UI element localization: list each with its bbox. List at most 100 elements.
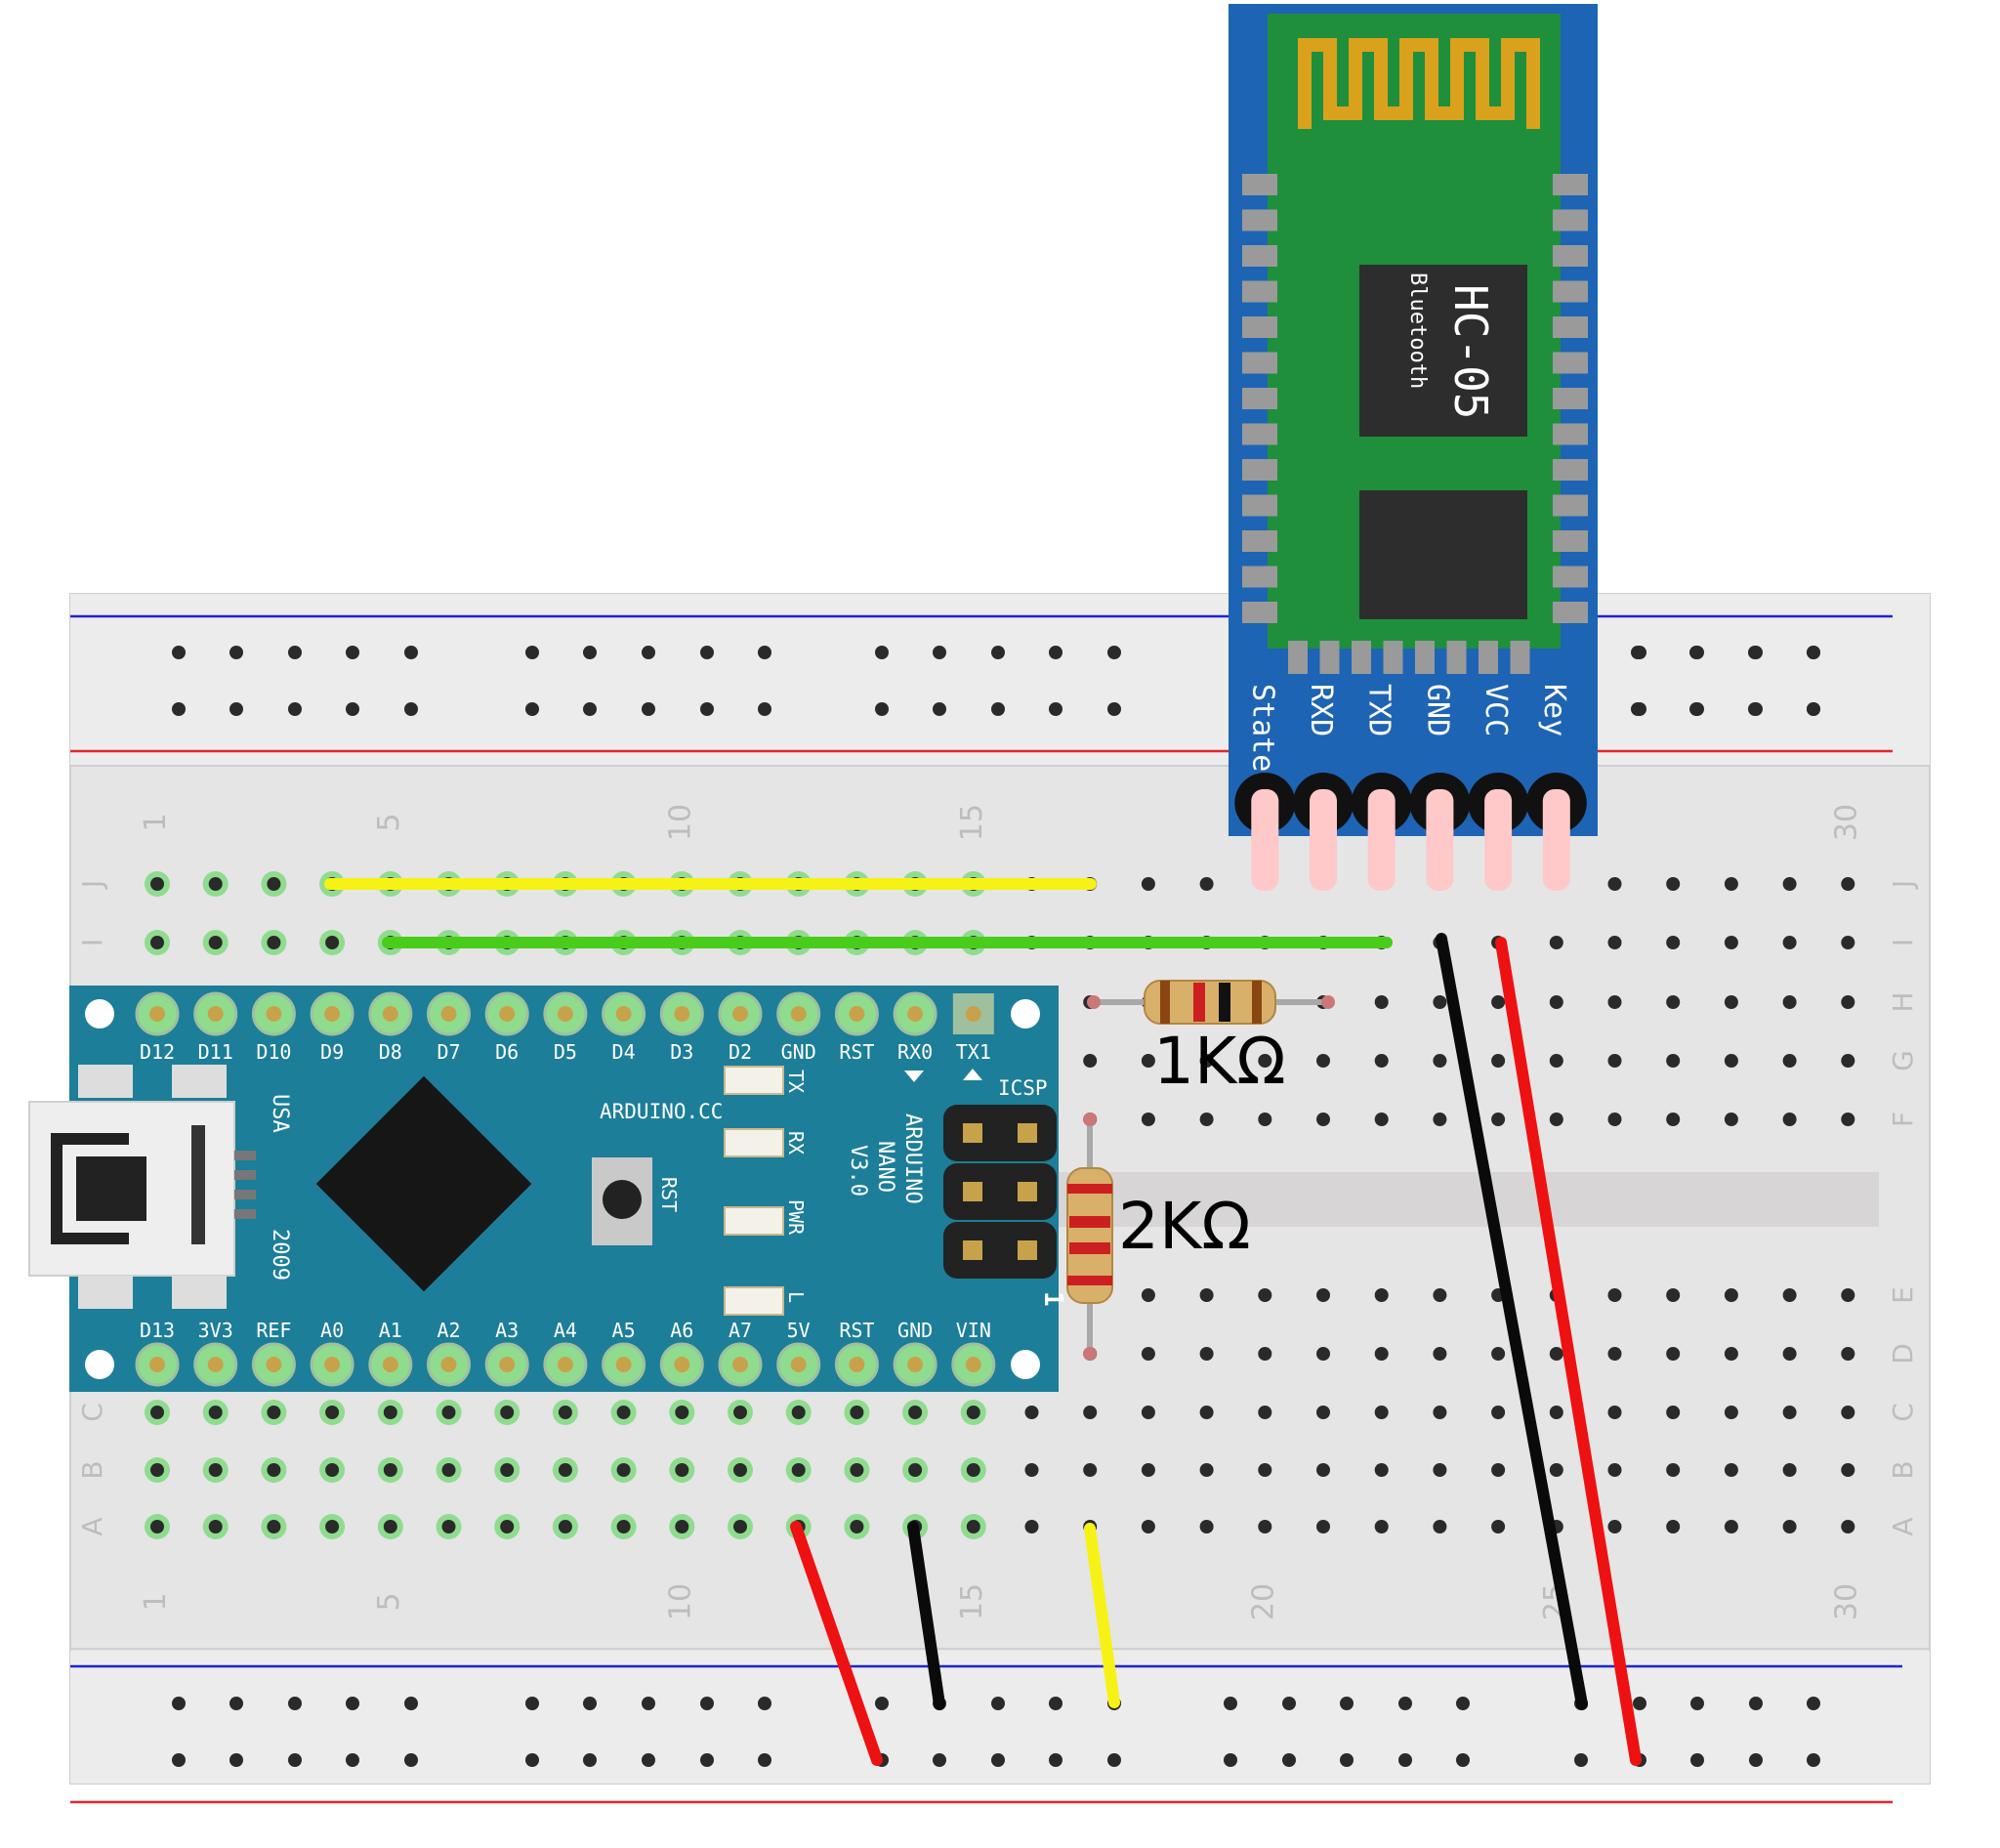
hc05-side-pad: [1553, 566, 1588, 588]
hc05-pin-leg[interactable]: [1542, 789, 1570, 891]
breadboard-hole: [1549, 1113, 1563, 1126]
hc05-side-pads: [1242, 174, 1588, 674]
breadboard-hole: [1141, 1288, 1155, 1302]
breadboard-hole: [1258, 1463, 1272, 1477]
breadboard-hole: [1549, 1054, 1563, 1068]
usb-port-icon: [51, 1133, 146, 1244]
arduino-pin-label: RST: [839, 1040, 874, 1064]
arduino-pin-label: 3V3: [198, 1319, 233, 1342]
breadboard-hole: [1433, 995, 1447, 1009]
breadboard-hole: [1491, 1054, 1506, 1068]
wire-yellow-bottom[interactable]: [1084, 1523, 1120, 1708]
arduino-pin-label: D11: [198, 1040, 233, 1064]
breadboard-hole: [1433, 1113, 1447, 1126]
breadboard-hole: [1083, 1054, 1098, 1068]
hc05-pin-leg[interactable]: [1310, 789, 1337, 891]
breadboard-hole: [1666, 1288, 1681, 1302]
arduino-pin-label: RX0: [897, 1040, 933, 1064]
power-rail-hole: [1049, 702, 1062, 716]
wire-black-hc05-gnd[interactable]: [1436, 933, 1588, 1710]
resistor-1k[interactable]: 1KΩ: [1087, 980, 1335, 1099]
breadboard-hole: [1258, 1288, 1272, 1302]
breadboard-hole: [1433, 1463, 1447, 1477]
hc05-side-pad: [1553, 209, 1588, 231]
breadboard-hole: [208, 877, 223, 891]
power-rail-hole: [525, 702, 539, 716]
hc05-pin-leg[interactable]: [1484, 789, 1513, 891]
power-rail-hole: [642, 702, 655, 716]
power-rail-hole: [991, 1753, 1005, 1767]
breadboard-hole: [1549, 936, 1563, 949]
breadboard-hole: [1724, 995, 1738, 1009]
arduino-pin-pad: [149, 1357, 165, 1372]
breadboard-hole: [267, 1463, 281, 1477]
breadboard-hole: [441, 1520, 456, 1533]
icsp-pin: [1018, 1240, 1037, 1260]
hc05-pin-leg[interactable]: [1426, 789, 1454, 891]
hc05-side-pad: [1242, 280, 1277, 303]
power-rail-hole: [1631, 702, 1645, 716]
breadboard-hole: [1607, 1406, 1622, 1419]
breadboard-hole: [791, 1406, 806, 1419]
top-power-rail: [70, 594, 1930, 766]
led-tx: [724, 1066, 784, 1095]
breadboard-hole: [267, 1520, 281, 1533]
led-tx-label: TX: [784, 1070, 808, 1093]
hc05-side-pad: [1553, 174, 1588, 195]
arduino-pin-pad: [382, 1357, 398, 1372]
breadboard-hole: [1141, 1520, 1155, 1533]
breadboard-hole: [1782, 1113, 1797, 1126]
breadboard-hole: [1258, 1054, 1272, 1068]
arduino-pin-label: GND: [781, 1040, 816, 1064]
power-rail-hole: [933, 702, 946, 716]
breadboard-hole: [733, 1520, 747, 1533]
breadboard-hole: [1258, 1520, 1272, 1533]
hc05-subtitle: Bluetooth: [1405, 273, 1430, 389]
breadboard-hole: [908, 1406, 923, 1419]
column-number: 1: [139, 1592, 173, 1611]
breadboard-hole: [1607, 995, 1622, 1009]
power-rail-hole: [1690, 1697, 1704, 1710]
reset-button[interactable]: [603, 1180, 642, 1219]
usb-label: USA: [268, 1094, 292, 1133]
breadboard-hole: [1549, 1347, 1563, 1361]
hc05-bottom-pad: [1383, 641, 1403, 674]
power-rail-hole: [1748, 702, 1762, 716]
mount-hole-top-right: [1011, 999, 1040, 1029]
power-rail-hole: [1574, 1753, 1588, 1767]
breadboard-hole: [1666, 877, 1681, 891]
hc05-pin-leg[interactable]: [1251, 789, 1279, 891]
row-letter: A: [76, 1517, 108, 1535]
breadboard-hole: [150, 877, 164, 891]
wire-red-hc05-vcc[interactable]: [1495, 937, 1642, 1766]
wire-red-5v[interactable]: [790, 1521, 883, 1766]
hc05-pin-leg[interactable]: [1367, 789, 1396, 891]
hc05-side-pad: [1242, 459, 1277, 481]
row-letter: E: [1887, 1286, 1919, 1304]
icsp-pin: [963, 1123, 982, 1143]
arduino-pin-pad: [266, 1357, 282, 1372]
resistor-2k[interactable]: 2KΩ: [1066, 1113, 1251, 1361]
breadboard-hole: [208, 1463, 223, 1477]
arduino-pin-pad: [849, 1006, 865, 1022]
breadboard-hole: [1024, 1520, 1039, 1533]
hc05-pin-label: VCC: [1479, 684, 1513, 736]
breadboard-hole: [1841, 877, 1855, 891]
breadboard-hole: [1549, 995, 1563, 1009]
breadboard-hole: [325, 936, 340, 949]
power-rail-hole: [1633, 1697, 1646, 1710]
breadboard-hole: [1141, 877, 1155, 891]
column-number: 1: [139, 813, 173, 831]
power-rail-hole: [229, 1753, 243, 1767]
power-rail-hole: [758, 646, 771, 659]
wire-black-gnd[interactable]: [907, 1521, 945, 1710]
mount-hole-bottom-left: [85, 1350, 114, 1379]
hc05-side-pad: [1553, 530, 1588, 552]
breadboard-hole: [500, 1520, 515, 1533]
breadboard-hole: [1724, 1288, 1738, 1302]
mount-hole-top-left: [85, 999, 114, 1029]
arduino-pin-label: A7: [729, 1319, 752, 1342]
row-letter: I: [76, 939, 108, 946]
breadboard-hole: [1199, 1463, 1214, 1477]
column-number: 20: [1246, 1583, 1280, 1620]
